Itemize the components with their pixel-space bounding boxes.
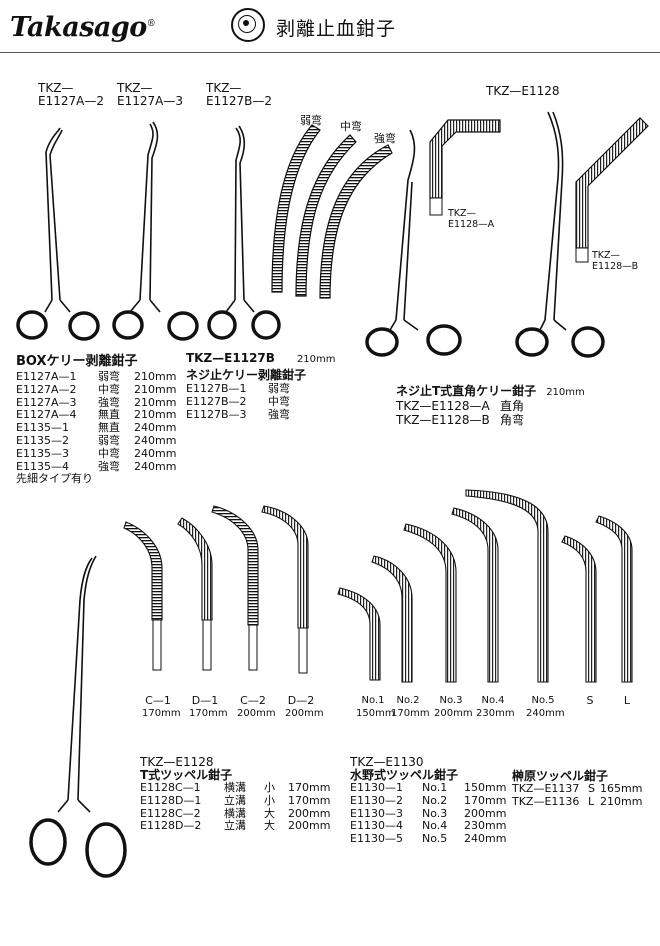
tip-label-l: L: [623, 694, 631, 707]
tip-s: [561, 535, 597, 683]
label-e1127a-2: TKZ—E1127A—2: [38, 81, 104, 108]
curve-label-medium: 中弯: [340, 120, 362, 133]
label-e1127a-3: TKZ—E1127A—3: [117, 81, 183, 108]
tip-no-2: [371, 555, 413, 683]
neji-kelly-title: ネジ止ケリー剥離鉗子: [186, 368, 307, 382]
forceps-e1128-long: [29, 555, 127, 878]
tip-no-4: [451, 507, 499, 683]
tip-d-2: [261, 505, 309, 674]
neji-kelly-code: TKZ—E1127B: [186, 351, 275, 365]
tip-c-1: [123, 521, 163, 671]
tip-no-1: [337, 587, 381, 681]
tip-no-5: [465, 489, 549, 683]
box-kelly-title: BOXケリー剥離鉗子: [16, 354, 138, 369]
jaw-strong-curve: [319, 144, 393, 299]
mizuno-title: 水野式ツッペル鉗子: [350, 768, 459, 782]
t-tsuberu-code: TKZ—E1128: [140, 755, 214, 769]
forceps-e1128-b: [515, 111, 649, 358]
label-e1127b-2: TKZ—E1127B—2: [206, 81, 272, 108]
brand-logo: Takasago®: [10, 12, 156, 43]
curve-label-weak: 弱弯: [300, 114, 322, 127]
forceps-e1128-a: [365, 119, 501, 357]
header-divider: [0, 52, 660, 53]
mizuno-code: TKZ—E1130: [350, 755, 424, 769]
forceps-e1127a-2: [16, 127, 100, 341]
jaw-medium-curve: [295, 134, 357, 297]
page-title: 剥離止血鉗子: [276, 18, 397, 40]
jaw-weak-curve: [271, 124, 321, 293]
callout-e1128-a: TKZ—E1128—A: [448, 208, 495, 230]
label-e1128: TKZ—E1128: [486, 84, 560, 98]
box-kelly-note: 先細タイプ有り: [16, 472, 93, 486]
tip-d-1: [177, 517, 213, 671]
callout-e1128-b: TKZ—E1128—B: [592, 250, 639, 272]
tip-no-3: [403, 523, 457, 683]
forceps-e1127a-3: [112, 121, 199, 341]
forceps-e1127b-2: [207, 125, 281, 340]
sakakibara-title: 榊原ツッペル鉗子: [512, 769, 609, 783]
curve-label-strong: 強弯: [374, 132, 396, 145]
tip-l: [595, 515, 633, 683]
neji-t-size: 210mm: [546, 387, 585, 398]
tip-label-s: S: [586, 694, 594, 707]
neji-t-title: ネジ止T式直角ケリー鉗子: [396, 384, 537, 398]
neji-kelly-size: 210mm: [296, 354, 336, 365]
tip-c-2: [211, 505, 259, 671]
company-seal-icon: [231, 8, 265, 42]
t-tsuberu-title: T式ツッペル鉗子: [140, 768, 233, 782]
